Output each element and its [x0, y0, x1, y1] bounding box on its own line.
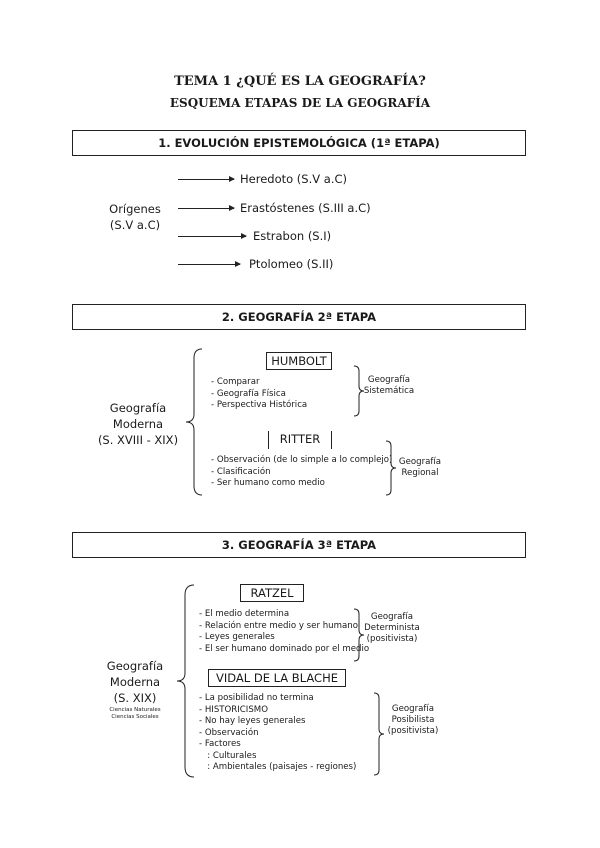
page-subtitle: ESQUEMA ETAPAS DE LA GEOGRAFÍA [169, 96, 431, 110]
stage2-main-brace [185, 348, 203, 496]
ritter-brace [385, 440, 397, 496]
vidal-heading: VIDAL DE LA BLACHE [208, 669, 346, 687]
origins-label: Orígenes (S.V a.C) [109, 202, 161, 232]
humbolt-type: Geografía Sistemática [363, 375, 415, 396]
ratzel-list: - El medio determina - Relación entre me… [199, 609, 370, 654]
arrow-heredoto [178, 176, 235, 182]
humbolt-brace [353, 365, 365, 417]
stage2-heading: 2. GEOGRAFÍA 2ª ETAPA [72, 304, 526, 330]
ratzel-heading: RATZEL [240, 584, 304, 602]
ratzel-type: Geografía Determinista (positivista) [364, 612, 420, 644]
ritter-heading: RITTER [268, 431, 332, 449]
vidal-type: Geografía Posibilista (positivista) [387, 704, 439, 736]
stage3-heading: 3. GEOGRAFÍA 3ª ETAPA [72, 532, 526, 558]
author-ptolomeo: Ptolomeo (S.II) [249, 257, 334, 271]
ritter-list: - Observación (de lo simple a lo complej… [211, 455, 393, 488]
stage2-label: Geografía Moderna (S. XVIII - XIX) [97, 401, 179, 447]
ritter-type: Geografía Regional [398, 457, 442, 478]
stage3-note: Ciencias Naturales Ciencias Sociales [109, 707, 161, 720]
humbolt-heading: HUMBOLT [266, 352, 332, 370]
stage1-heading: 1. EVOLUCIÓN EPISTEMOLÓGICA (1ª ETAPA) [72, 130, 526, 156]
arrow-erastostenes [178, 205, 235, 211]
humbolt-list: - Comparar - Geografía Física - Perspect… [211, 377, 308, 410]
stage3-main-brace [176, 584, 195, 778]
stage3-label: Geografía Moderna (S. XIX) [106, 659, 164, 705]
author-erastostenes: Erastóstenes (S.III a.C) [240, 201, 371, 215]
arrow-ptolomeo [178, 261, 241, 267]
vidal-list: - La posibilidad no termina - HISTORICIS… [199, 693, 357, 772]
vidal-brace [373, 692, 385, 776]
page-title: TEMA 1 ¿QUÉ ES LA GEOGRAFÍA? [174, 74, 426, 89]
author-heredoto: Heredoto (S.V a.C) [240, 172, 347, 186]
author-estrabon: Estrabon (S.I) [253, 229, 332, 243]
ratzel-brace [353, 608, 365, 662]
arrow-estrabon [178, 233, 247, 239]
